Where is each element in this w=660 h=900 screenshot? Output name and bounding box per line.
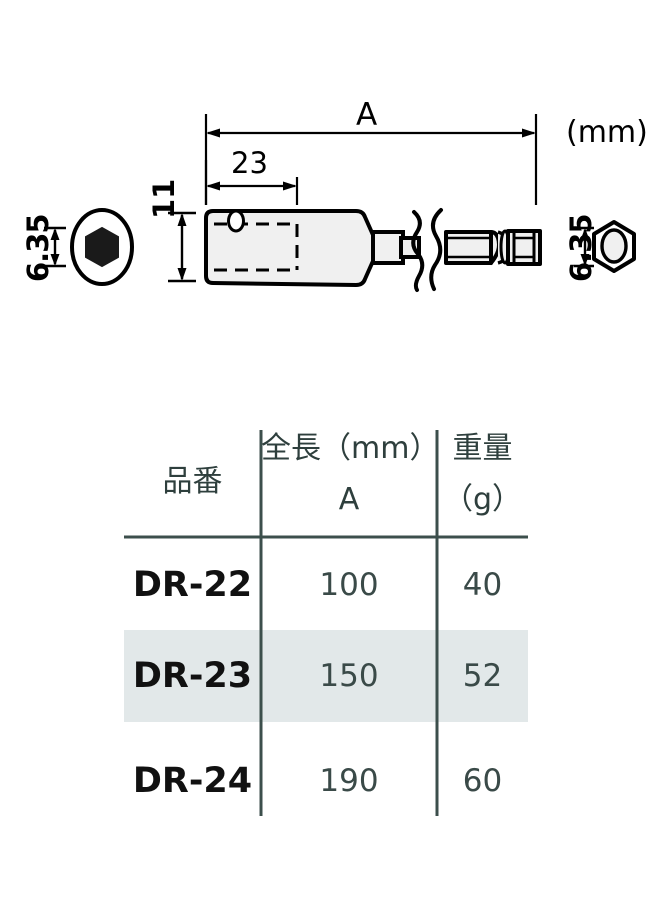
- hex-shank-end-view: [592, 220, 636, 273]
- table-header-length-symbol: A: [338, 482, 360, 518]
- dimension-label-hex-right: 6.35: [564, 214, 598, 282]
- table-header-weight: 重量: [452, 431, 513, 467]
- dimension-label-overall-length: A: [356, 97, 378, 133]
- table-cell-weight: 40: [462, 566, 503, 603]
- hex-socket-end-view: [70, 208, 134, 286]
- table-cell-part-no: DR-24: [132, 760, 253, 801]
- dimension-label-hex-left: 6.35: [21, 214, 55, 282]
- table-cell-length: 190: [319, 762, 379, 799]
- dimension-hex-right: [574, 226, 594, 268]
- unit-note-label: (mm): [566, 115, 648, 150]
- table-cell-length: 150: [319, 657, 379, 694]
- table-cell-length: 100: [319, 566, 379, 603]
- dimension-label-body-diameter: 11: [147, 178, 181, 219]
- table-row-highlight: [124, 630, 528, 722]
- table-cell-weight: 60: [462, 762, 503, 799]
- table-rules: [124, 430, 528, 816]
- table-header-length: 全長（mm）: [261, 431, 440, 467]
- table-header-weight-unit: （g）: [442, 482, 523, 518]
- table-cell-part-no: DR-22: [132, 564, 253, 605]
- dimension-body-diameter: [168, 211, 196, 283]
- socket-adapter-side-view: [204, 208, 542, 292]
- dimension-label-socket-depth: 23: [231, 146, 268, 180]
- dimension-socket-depth: [204, 160, 299, 205]
- table-cell-weight: 52: [462, 657, 503, 694]
- table-cell-part-no: DR-23: [132, 655, 253, 696]
- dimension-hex-left: [44, 226, 66, 268]
- table-header-part-no: 品番: [162, 464, 223, 500]
- specification-table: 品番 全長（mm） A 重量 （g） DR-22 100 40 DR-23 15…: [124, 420, 528, 820]
